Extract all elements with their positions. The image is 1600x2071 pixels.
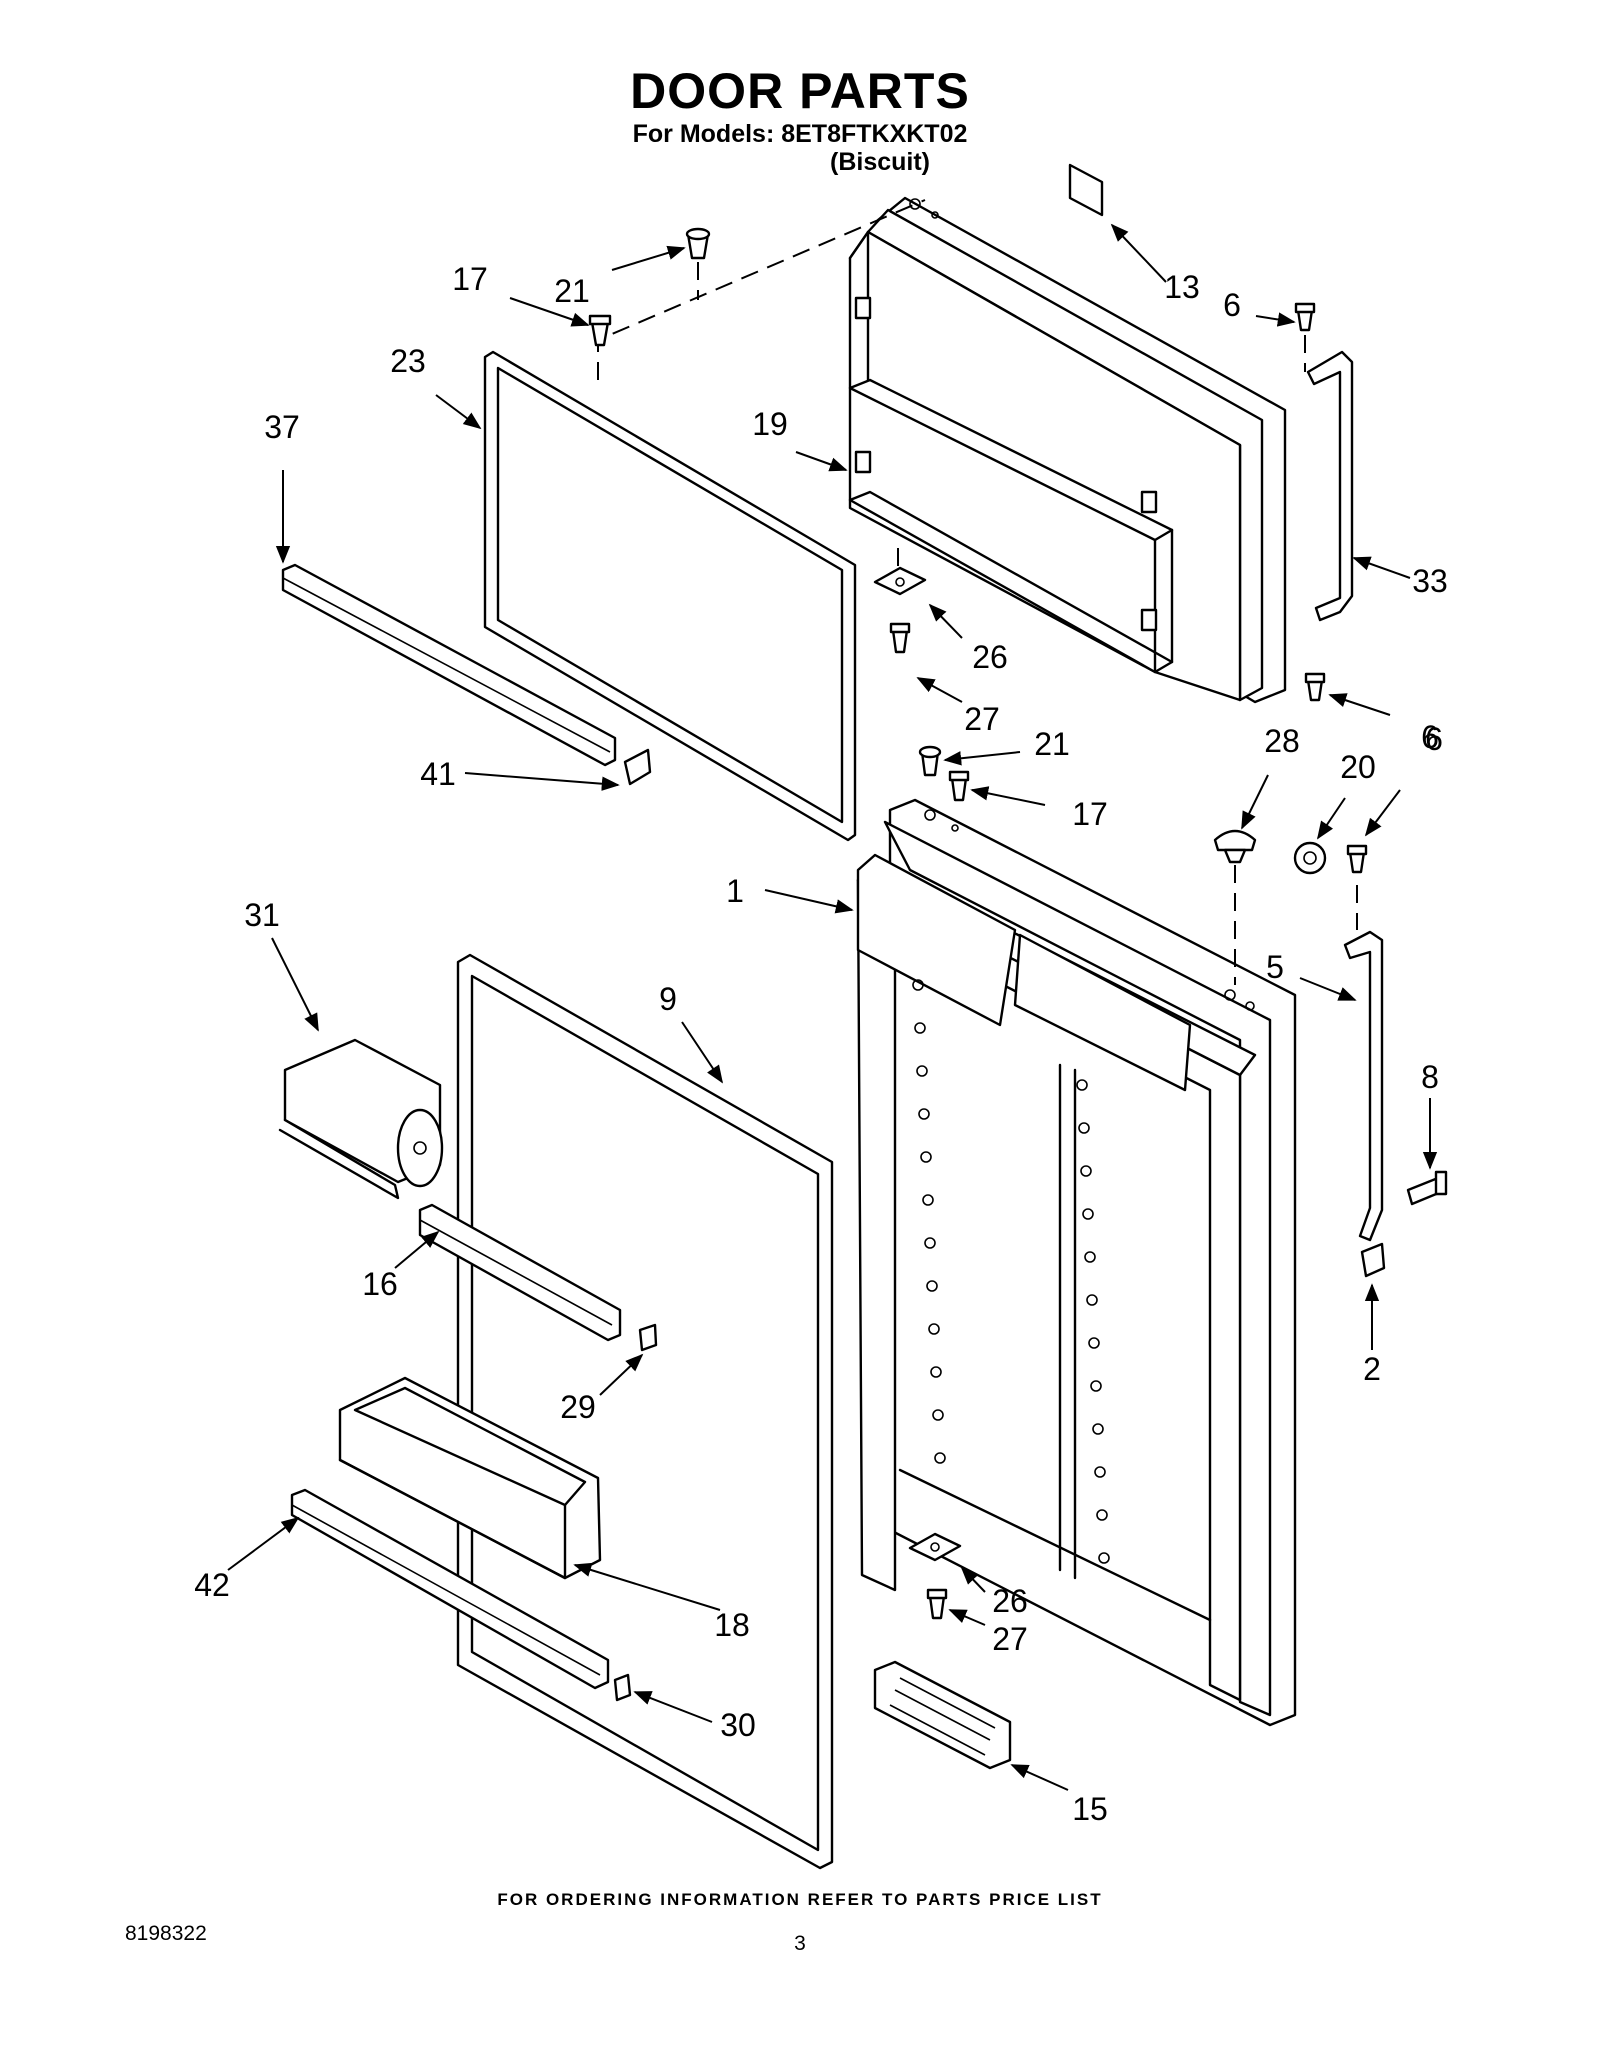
door-bin-18 [338,1376,602,1580]
callout-1: 1 [726,873,744,909]
plug-21-top [685,227,711,260]
shelf-trim-37 [281,563,617,767]
dairy-door-31 [278,1038,444,1200]
callout-20: 20 [1340,749,1376,785]
callout-30: 30 [720,1707,756,1743]
bushing-20 [1293,841,1327,875]
end-cap-30 [613,1673,632,1702]
callout-33: 33 [1412,563,1448,599]
callout-41: 41 [420,756,456,792]
page-title: DOOR PARTS [630,63,970,119]
callout-17: 17 [452,261,488,297]
kick-panel-15 [873,1660,1012,1770]
shelf-trim-42 [290,1488,610,1690]
model-number: For Models: 8ET8FTKXKT02 [632,120,968,148]
end-cap-41 [623,748,652,786]
callout-21: 21 [554,273,590,309]
screw-6-bottom [1304,672,1326,702]
screw-27-top [889,622,911,654]
callout-29: 29 [560,1389,596,1425]
callout-19: 19 [752,406,788,442]
hinge-cap-28 [1213,829,1257,985]
ordering-note: FOR ORDERING INFORMATION REFER TO PARTS … [497,1890,1103,1909]
plug-21-mid [918,745,942,777]
shelf-trim-16 [418,1203,622,1342]
callout-28: 28 [1264,723,1300,759]
callout-23: 23 [390,343,426,379]
callout-42: 42 [194,1567,230,1603]
screw-6-top [1294,302,1316,332]
callout-13: 13 [1164,269,1200,305]
callout-6: 6 [1421,719,1439,755]
callout-16: 16 [362,1266,398,1302]
callout-5: 5 [1266,949,1284,985]
callout-leaders [227,223,1438,1791]
fresh-food-gasket [456,953,834,1870]
callout-9: 9 [659,981,677,1017]
bushing-2 [1360,1242,1386,1278]
freezer-door-liner [848,196,1287,704]
callout-8: 8 [1421,1059,1439,1095]
callout-37: 37 [264,409,300,445]
callout-21: 21 [1034,726,1070,762]
callout-26: 26 [972,639,1008,675]
callout-2: 2 [1363,1351,1381,1387]
hinge-pin-26-bottom [908,1532,962,1562]
label-sticker [1068,163,1104,217]
callout-15: 15 [1072,1791,1108,1827]
end-cap-29 [638,1323,658,1352]
callout-6: 6 [1223,287,1241,323]
page-number: 3 [794,1932,806,1955]
screw-27-bottom [926,1588,948,1620]
screw-17-mid [948,770,970,802]
document-number: 8198322 [125,1922,207,1945]
hinge-bracket-33 [1306,350,1354,622]
hinge-pin-26-top [873,548,927,596]
screw-6-right [1346,844,1368,930]
callout-6: 6 [1425,721,1443,757]
callout-17: 17 [1072,796,1108,832]
freezer-gasket [483,350,857,842]
callout-labels: 13 6 17 21 23 37 19 33 26 27 6 21 17 28 … [194,261,1448,1827]
liner-rivets [912,979,1110,1564]
callout-27: 27 [992,1621,1028,1657]
model-variant: (Biscuit) [830,148,930,176]
callout-26: 26 [992,1583,1028,1619]
screw-17-top [588,314,612,347]
callout-18: 18 [714,1607,750,1643]
refrigerator-door-liner [856,798,1297,1727]
screw-8 [1406,1170,1448,1206]
lower-hinge-5 [1343,930,1384,1242]
callout-31: 31 [244,897,280,933]
callout-27: 27 [964,701,1000,737]
